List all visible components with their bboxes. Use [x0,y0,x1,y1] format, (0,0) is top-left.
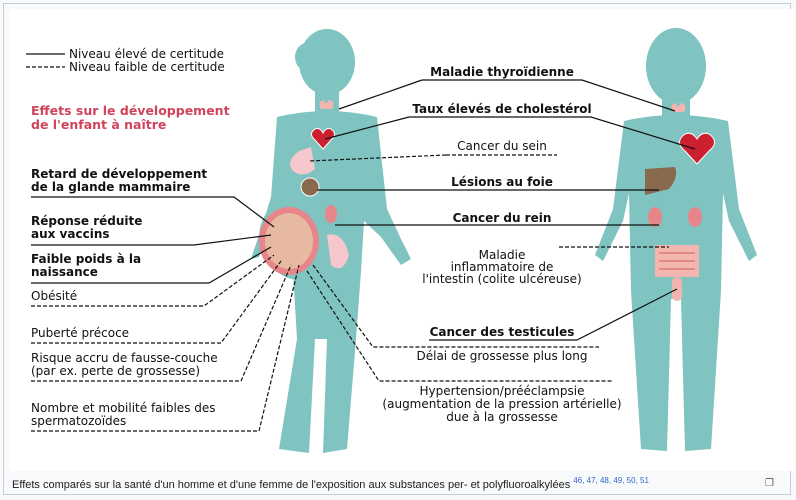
line-miscarriage [31,264,292,382]
caption-refs[interactable]: 46, 47, 48, 49, 50, 51 [573,476,649,485]
infographic: Niveau élevé de certitude Niveau faible … [9,9,793,471]
line-thyroid-woman [338,79,423,110]
effect-mammary-1: Retard de développement [31,167,207,181]
woman-organs [259,100,349,275]
thyroid-icon-woman [319,100,334,109]
legend-low: Niveau faible de certitude [69,60,225,74]
thyroid-icon-man [671,103,686,112]
liver-icon-woman [300,177,320,197]
figure-caption: Effets comparés sur la santé d'un homme … [12,476,649,491]
effect-birthweight-1: Faible poids à la [31,252,141,266]
left-effects: Retard de développement de la glande mam… [31,167,218,428]
effect-vaccine-2: aux vaccins [31,227,110,241]
effect-thyroid: Maladie thyroïdienne [430,65,574,79]
line-thyroid-man [422,79,676,112]
effect-hypertension-2: (augmentation de la pression artérielle) [382,397,621,411]
effect-miscarriage-1: Risque accru de fausse-couche [31,351,218,365]
line-birthweight [31,246,272,284]
breast-icon [290,147,315,175]
man-silhouette [595,28,757,451]
effect-ibd-1: Maladie [479,248,526,262]
effect-sperm-1: Nombre et mobilité faibles des [31,401,216,415]
caption-text: Effets comparés sur la santé d'un homme … [12,479,571,491]
legend: Niveau élevé de certitude Niveau faible … [26,47,225,74]
kidney-icon-man-left [648,207,662,227]
effect-birthweight-2: naissance [31,265,98,279]
heart-icon-woman [311,128,335,150]
effect-vaccine-1: Réponse réduite [31,214,142,228]
heart-icon-man [679,132,715,165]
line-conception-delay [312,264,599,348]
line-vaccine [31,234,272,246]
unborn-heading-2: de l'enfant à naître [31,117,166,132]
figure-frame: Niveau élevé de certitude Niveau faible … [3,3,793,495]
legend-high: Niveau élevé de certitude [69,47,224,61]
effect-hypertension-3: due à la grossesse [446,410,558,424]
man-organs [645,103,715,301]
effect-hypertension-1: Hypertension/prééclampsie [420,384,585,398]
center-effects: Maladie thyroïdienne Taux élevés de chol… [382,65,621,424]
effect-cholesterol: Taux élevés de cholestérol [412,102,591,116]
effect-conception-delay: Délai de grossesse plus long [416,349,587,363]
unborn-heading-1: Effets sur le développement [31,103,230,118]
connector-lines [31,79,696,432]
effect-liver: Lésions au foie [451,175,553,189]
line-breast-cancer-b [308,154,447,162]
line-puberty [31,260,282,344]
effect-breast-cancer: Cancer du sein [457,139,547,153]
line-sperm [31,264,300,432]
line-cholesterol-man [409,116,696,150]
effect-testicular: Cancer des testicules [430,325,575,339]
kidney-icon-woman [325,205,337,223]
line-obesity [31,254,275,307]
expand-icon[interactable]: ❐ [765,478,774,489]
effect-mammary-2: de la glande mammaire [31,180,190,194]
kidney-icon-man-right [688,207,702,227]
line-testicular [429,288,678,341]
diagram-svg: Niveau élevé de certitude Niveau faible … [26,28,757,453]
effect-miscarriage-2: (par ex. perte de grossesse) [31,364,200,378]
liver-icon-man [645,167,677,195]
effect-ibd-2: inflammatoire de [451,260,554,274]
fetus-icon [265,213,313,269]
effect-obesity: Obésité [31,289,77,303]
effect-sperm-2: spermatozoïdes [31,414,126,428]
line-hypertension [306,270,612,382]
effect-puberty: Puberté précoce [31,326,129,340]
line-mammary [31,196,275,228]
effect-ibd-3: l'intestin (colite ulcéreuse) [422,272,581,286]
placenta-icon [327,234,349,269]
effect-kidney: Cancer du rein [453,211,552,225]
line-cholesterol-woman [324,116,410,140]
